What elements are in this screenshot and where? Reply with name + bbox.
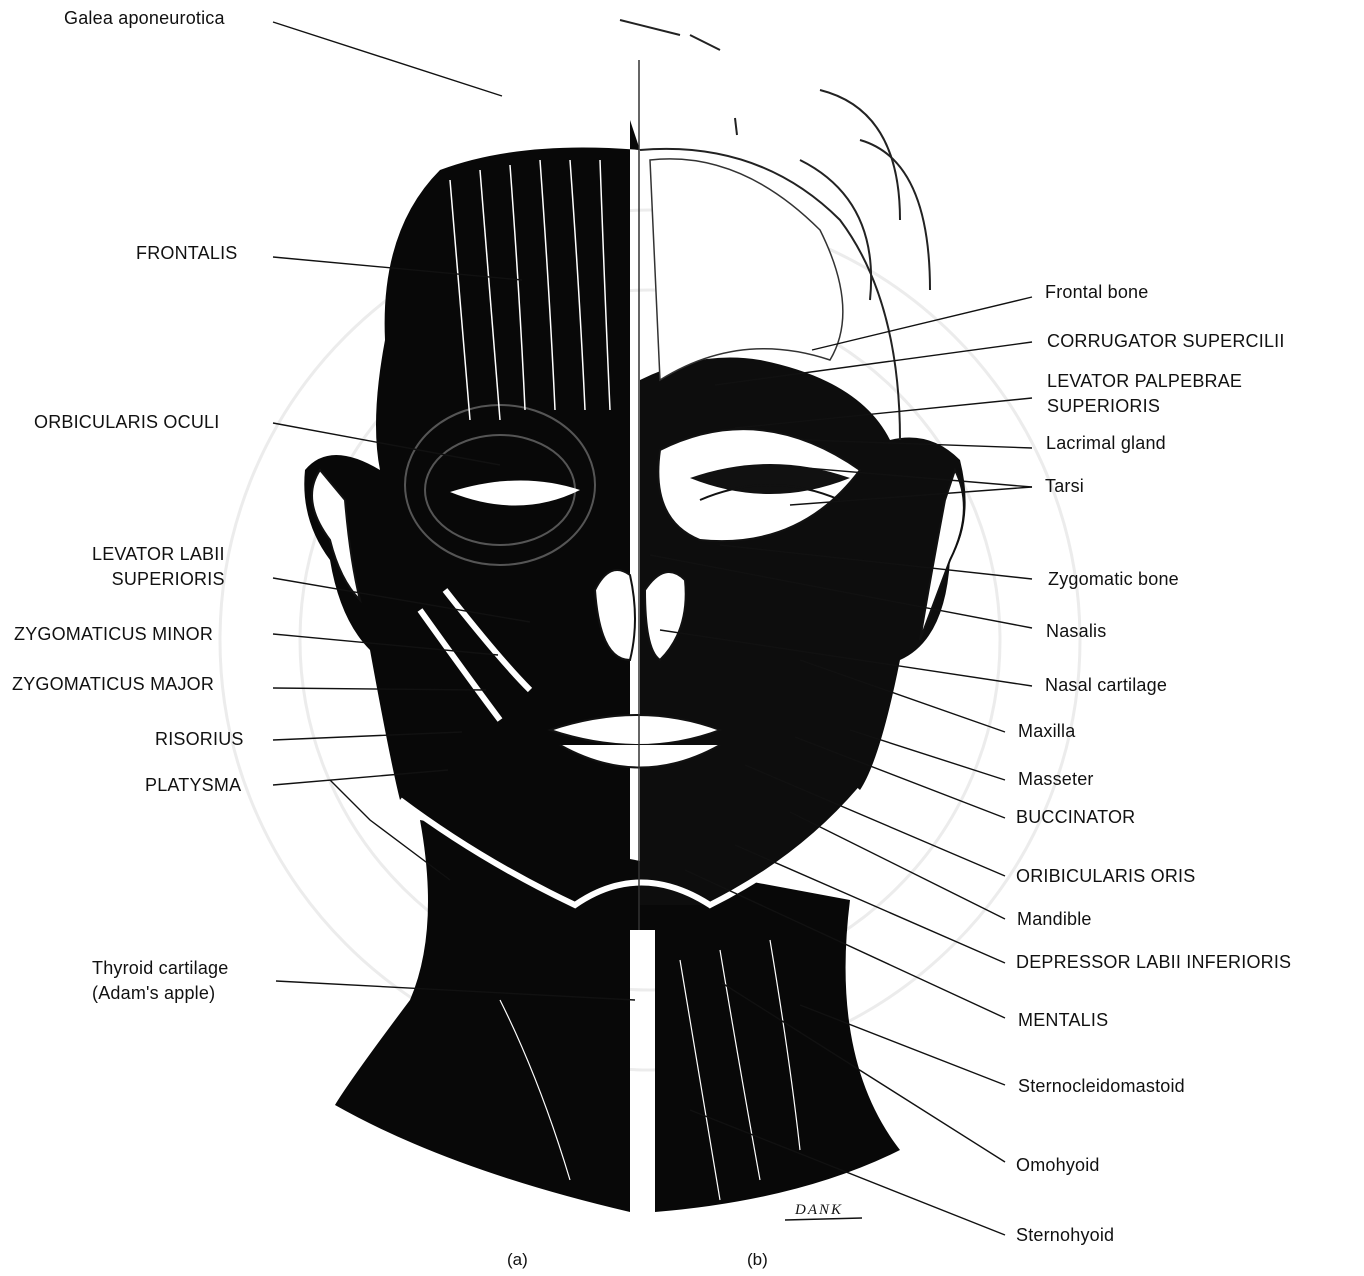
label-zygomatic-bone: Zygomatic bone [1048,567,1179,592]
label-thyroid-cartilage: Thyroid cartilage (Adam's apple) [92,956,228,1006]
label-galea-aponeurotica: Galea aponeurotica [64,6,225,31]
label-frontalis: FRONTALIS [136,241,237,266]
label-maxilla: Maxilla [1018,719,1075,744]
label-sternocleidomastoid: Sternocleidomastoid [1018,1074,1185,1099]
label-lacrimal-gland: Lacrimal gland [1046,431,1166,456]
label-depressor-labii-inferioris: DEPRESSOR LABII INFERIORIS [1016,950,1291,975]
frontal-bone-area [650,159,843,380]
label-levator-palpebrae-superioris: LEVATOR PALPEBRAE SUPERIORIS [1047,369,1242,419]
label-mandible: Mandible [1017,907,1092,932]
label-zygomaticus-minor: ZYGOMATICUS MINOR [14,622,213,647]
label-mentalis: MENTALIS [1018,1008,1108,1033]
caption-b: (b) [747,1250,768,1270]
label-nasalis: Nasalis [1046,619,1106,644]
label-omohyoid: Omohyoid [1016,1153,1100,1178]
label-buccinator: BUCCINATOR [1016,805,1135,830]
label-oribicularis-oris: ORIBICULARIS ORIS [1016,864,1195,889]
label-nasal-cartilage: Nasal cartilage [1045,673,1167,698]
label-masseter: Masseter [1018,767,1094,792]
label-sternohyoid: Sternohyoid [1016,1223,1114,1248]
label-risorius: RISORIUS [155,727,244,752]
caption-a: (a) [507,1250,528,1270]
label-platysma: PLATYSMA [145,773,241,798]
label-orbicularis-oculi: ORBICULARIS OCULI [34,410,219,435]
label-levator-labii-superioris: LEVATOR LABII SUPERIORIS [92,542,225,592]
label-frontal-bone: Frontal bone [1045,280,1148,305]
artist-signature: DANK [795,1202,843,1219]
label-zygomaticus-major: ZYGOMATICUS MAJOR [12,672,214,697]
label-tarsi: Tarsi [1045,474,1084,499]
label-corrugator-supercilii: CORRUGATOR SUPERCILII [1047,329,1285,354]
